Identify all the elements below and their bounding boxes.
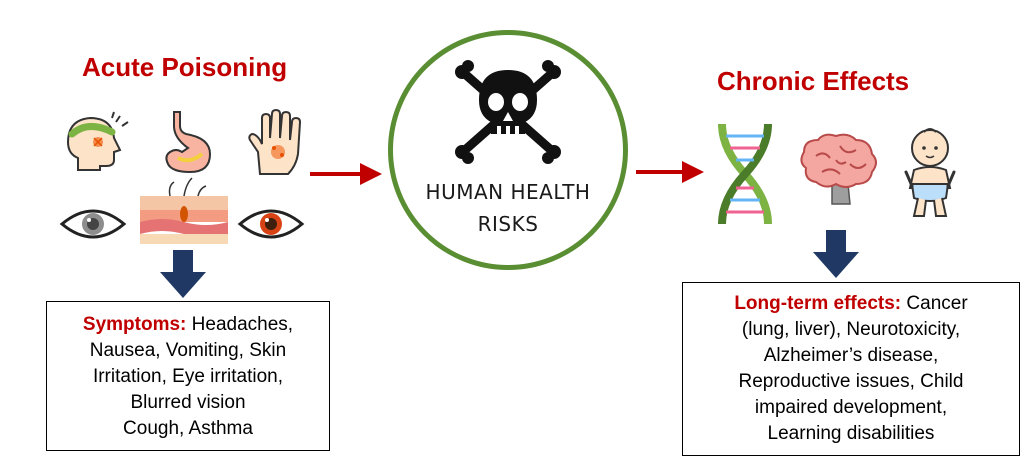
symptoms-box: Symptoms: Headaches, Nausea, Vomiting, S… bbox=[46, 301, 330, 451]
effects-line-1: Long-term effects: Cancer bbox=[734, 293, 968, 314]
symptoms-line-3: Irritation, Eye irritation, bbox=[92, 366, 284, 387]
effects-line-3: Alzheimer’s disease, bbox=[763, 345, 939, 366]
skull-crossbones-icon bbox=[455, 60, 561, 164]
baby-icon bbox=[904, 128, 956, 217]
dna-icon bbox=[718, 123, 772, 225]
acute-down-arrow bbox=[160, 250, 206, 298]
symptoms-line-2: Nausea, Vomiting, Skin bbox=[89, 340, 287, 361]
center-title-line-2: RISKS bbox=[477, 212, 539, 236]
acute-poisoning-heading: Acute Poisoning bbox=[82, 52, 288, 82]
skin-layers-icon bbox=[140, 177, 228, 244]
effects-line-6: Learning disabilities bbox=[767, 423, 935, 444]
effects-line-2: (lung, liver), Neurotoxicity, bbox=[741, 319, 961, 340]
chronic-effects-heading: Chronic Effects bbox=[717, 66, 910, 96]
effects-line-4: Reproductive issues, Child bbox=[738, 371, 964, 392]
symptoms-line-1: Symptoms: Headaches, bbox=[82, 314, 294, 335]
long-term-effects-box: Long-term effects: Cancer (lung, liver),… bbox=[682, 282, 1020, 456]
symptoms-line-4: Blurred vision bbox=[130, 392, 246, 413]
hand-rash-icon bbox=[248, 108, 302, 175]
red-eye-icon bbox=[237, 209, 305, 239]
acute-to-center-arrow bbox=[310, 163, 382, 185]
effects-lead: Long-term effects: bbox=[734, 293, 902, 314]
irritated-eye-icon bbox=[59, 209, 127, 239]
stomach-icon bbox=[165, 111, 212, 174]
center-to-chronic-arrow bbox=[636, 161, 704, 183]
symptoms-lead: Symptoms: bbox=[82, 314, 187, 335]
chronic-down-arrow bbox=[813, 230, 859, 278]
center-title: HUMAN HEALTH RISKS bbox=[388, 176, 628, 240]
head-pain-icon bbox=[66, 111, 129, 171]
symptoms-line-5: Cough, Asthma bbox=[123, 418, 253, 439]
effects-line-5: impaired development, bbox=[754, 397, 948, 418]
brain-icon bbox=[800, 133, 877, 205]
center-title-line-1: HUMAN HEALTH bbox=[425, 180, 591, 204]
